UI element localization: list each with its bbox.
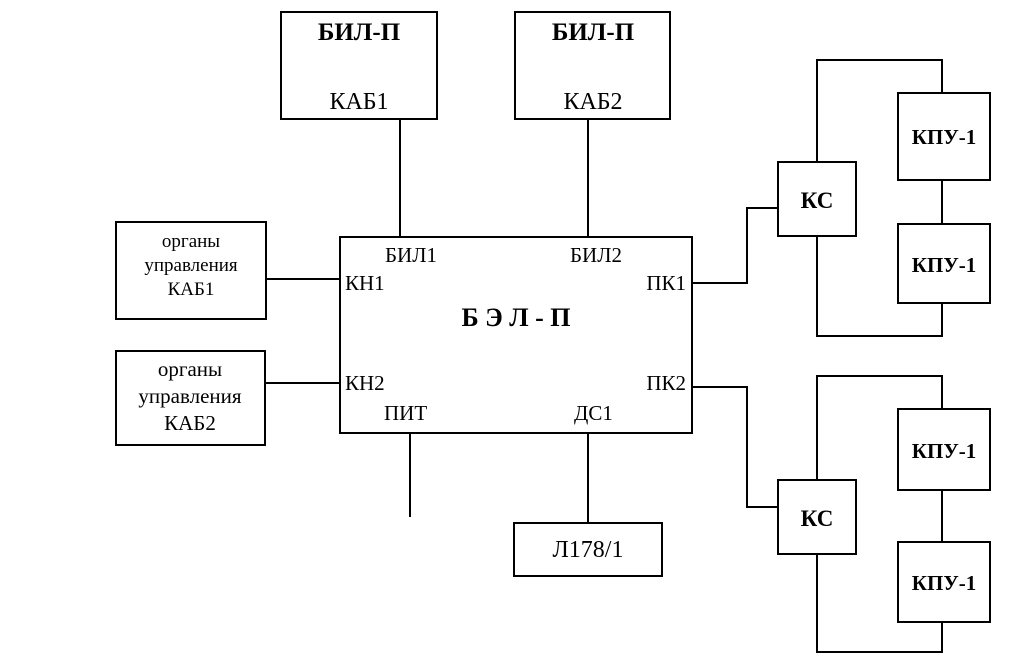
port-ds1: ДС1	[574, 401, 613, 425]
connections	[266, 59, 943, 653]
bil-p-1-title: БИЛ-П	[318, 19, 400, 46]
ks-2-label: КС	[801, 506, 834, 531]
controls-1-line2: управления	[144, 255, 238, 276]
l178-label: Л178/1	[553, 537, 624, 563]
controls-2-line1: органы	[158, 357, 222, 381]
bil-p-2-title: БИЛ-П	[552, 19, 634, 46]
port-pk1: ПК1	[646, 271, 686, 295]
bil-p-block-1: БИЛ-П КАБ1	[280, 11, 438, 120]
port-bil1: БИЛ1	[385, 243, 437, 267]
controls-1-line3: КАБ1	[168, 279, 215, 300]
bil-p-2-label: КАБ2	[563, 89, 622, 115]
ks-1-label: КС	[801, 188, 834, 213]
wire-ks2-loop-top	[816, 375, 943, 480]
controls-block-1: органы управления КАБ1	[115, 221, 267, 320]
controls-2-line2: управления	[138, 384, 241, 408]
l178-block: Л178/1	[513, 522, 663, 577]
port-bil2: БИЛ2	[570, 243, 622, 267]
kpu-block-3: КПУ-1	[897, 408, 991, 491]
controls-2-line3: КАБ2	[164, 411, 216, 435]
bil-p-block-2: БИЛ-П КАБ2	[514, 11, 671, 120]
port-pk2: ПК2	[646, 371, 686, 395]
bel-p-title: Б Э Л - П	[461, 303, 570, 332]
kpu-4-label: КПУ-1	[912, 571, 976, 595]
ks-block-1: КС	[777, 161, 857, 237]
bel-p-block: Б Э Л - П БИЛ1 БИЛ2 КН1 КН2 ПК1 ПК2 ПИТ …	[339, 236, 693, 434]
wire-ks1-loop-top	[816, 59, 943, 162]
wire-pk2-ks2	[692, 386, 778, 508]
controls-block-2: органы управления КАБ2	[115, 350, 266, 446]
controls-1-line1: органы	[162, 231, 220, 252]
port-kn2: КН2	[345, 371, 385, 395]
kpu-block-4: КПУ-1	[897, 541, 991, 623]
ks-block-2: КС	[777, 479, 857, 555]
wire-pk1-ks1	[692, 207, 778, 284]
kpu-block-1: КПУ-1	[897, 92, 991, 181]
port-kn1: КН1	[345, 271, 385, 295]
bil-p-1-label: КАБ1	[329, 89, 388, 115]
port-pit: ПИТ	[384, 401, 427, 425]
kpu-2-label: КПУ-1	[912, 253, 976, 277]
kpu-1-label: КПУ-1	[912, 125, 976, 149]
kpu-3-label: КПУ-1	[912, 439, 976, 463]
wire-ks1-loop-bottom	[816, 236, 943, 337]
wire-ks2-loop-bottom	[816, 554, 943, 653]
kpu-block-2: КПУ-1	[897, 223, 991, 304]
